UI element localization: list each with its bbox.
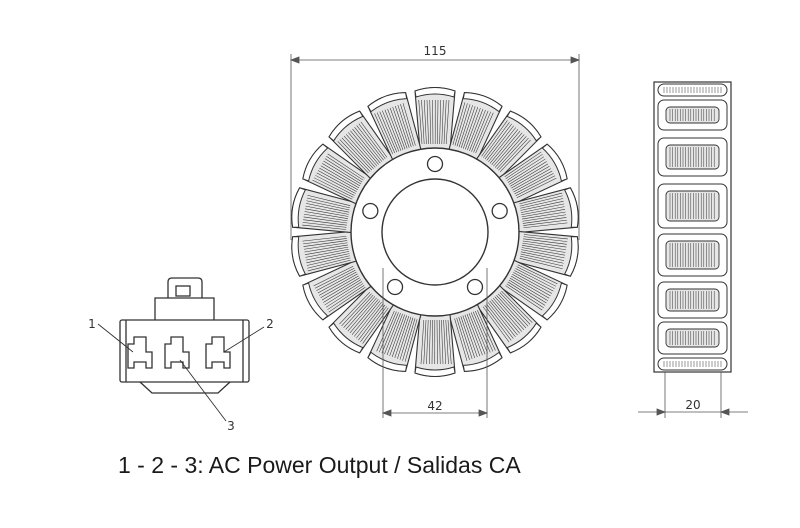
stator-front-view: 115 42 — [289, 44, 581, 418]
connector-latch — [167, 277, 203, 298]
side-coil — [657, 183, 728, 229]
stator-pole — [512, 230, 579, 277]
dimension-thickness — [638, 372, 748, 418]
leader-line-2 — [223, 326, 265, 353]
stator-side-view: 20 — [638, 81, 748, 418]
stator-pole — [367, 92, 422, 161]
connector-bottom-tab — [139, 381, 231, 394]
side-coil — [657, 99, 728, 131]
leader-line-1 — [97, 323, 134, 353]
bolt-hole — [466, 278, 484, 296]
connector-body — [119, 319, 250, 383]
side-view-coils — [657, 83, 728, 371]
dimension-thickness-label: 20 — [685, 398, 700, 412]
pin-label-1: 1 — [88, 317, 96, 331]
stator-pole — [448, 92, 503, 161]
stator-pole — [497, 143, 568, 205]
side-coil — [657, 357, 728, 371]
stator-pole — [475, 284, 542, 354]
pin-label-2: 2 — [266, 317, 274, 331]
leader-line-3 — [179, 359, 227, 422]
stator-pole — [497, 259, 568, 321]
stator-pole — [448, 303, 503, 372]
stator-pole — [414, 313, 456, 378]
dimension-bolt-spacing — [381, 268, 489, 418]
stator-pole — [475, 110, 542, 180]
connector-pin-2 — [205, 336, 231, 369]
bolt-hole — [491, 202, 508, 220]
caption-ac-output: 1 - 2 - 3: AC Power Output / Salidas CA — [118, 452, 521, 478]
pin-label-3: 3 — [227, 419, 235, 433]
side-coil — [657, 321, 728, 355]
connector-latch-window — [175, 285, 191, 297]
side-coil — [657, 281, 728, 319]
connector-top-housing — [154, 297, 215, 320]
side-coil — [657, 233, 728, 277]
stator-pole — [512, 187, 579, 234]
stator-pole — [302, 259, 373, 321]
connector-pin-1 — [127, 336, 153, 369]
stator-pole — [291, 230, 358, 277]
stator-pole — [328, 284, 395, 354]
bolt-hole — [362, 202, 379, 220]
side-view-outline — [653, 81, 732, 373]
stator-pole — [291, 187, 358, 234]
stator-pole — [302, 143, 373, 205]
dimension-outer-diameter-label: 115 — [424, 44, 447, 58]
stator-pole — [367, 303, 422, 372]
bolt-hole — [386, 278, 404, 296]
bolt-hole — [426, 155, 444, 173]
side-coil — [657, 137, 728, 177]
side-coil — [657, 83, 728, 97]
dimension-outer-diameter — [289, 54, 581, 240]
bolt-holes — [362, 155, 508, 296]
stator-pole — [328, 110, 395, 180]
connector-pin-3 — [164, 336, 190, 369]
stator-poles — [291, 86, 579, 378]
connector-drawing — [97, 277, 265, 422]
stator-central-bore — [381, 178, 489, 286]
stator-pole — [414, 86, 456, 151]
dimension-bolt-spacing-label: 42 — [427, 399, 442, 413]
